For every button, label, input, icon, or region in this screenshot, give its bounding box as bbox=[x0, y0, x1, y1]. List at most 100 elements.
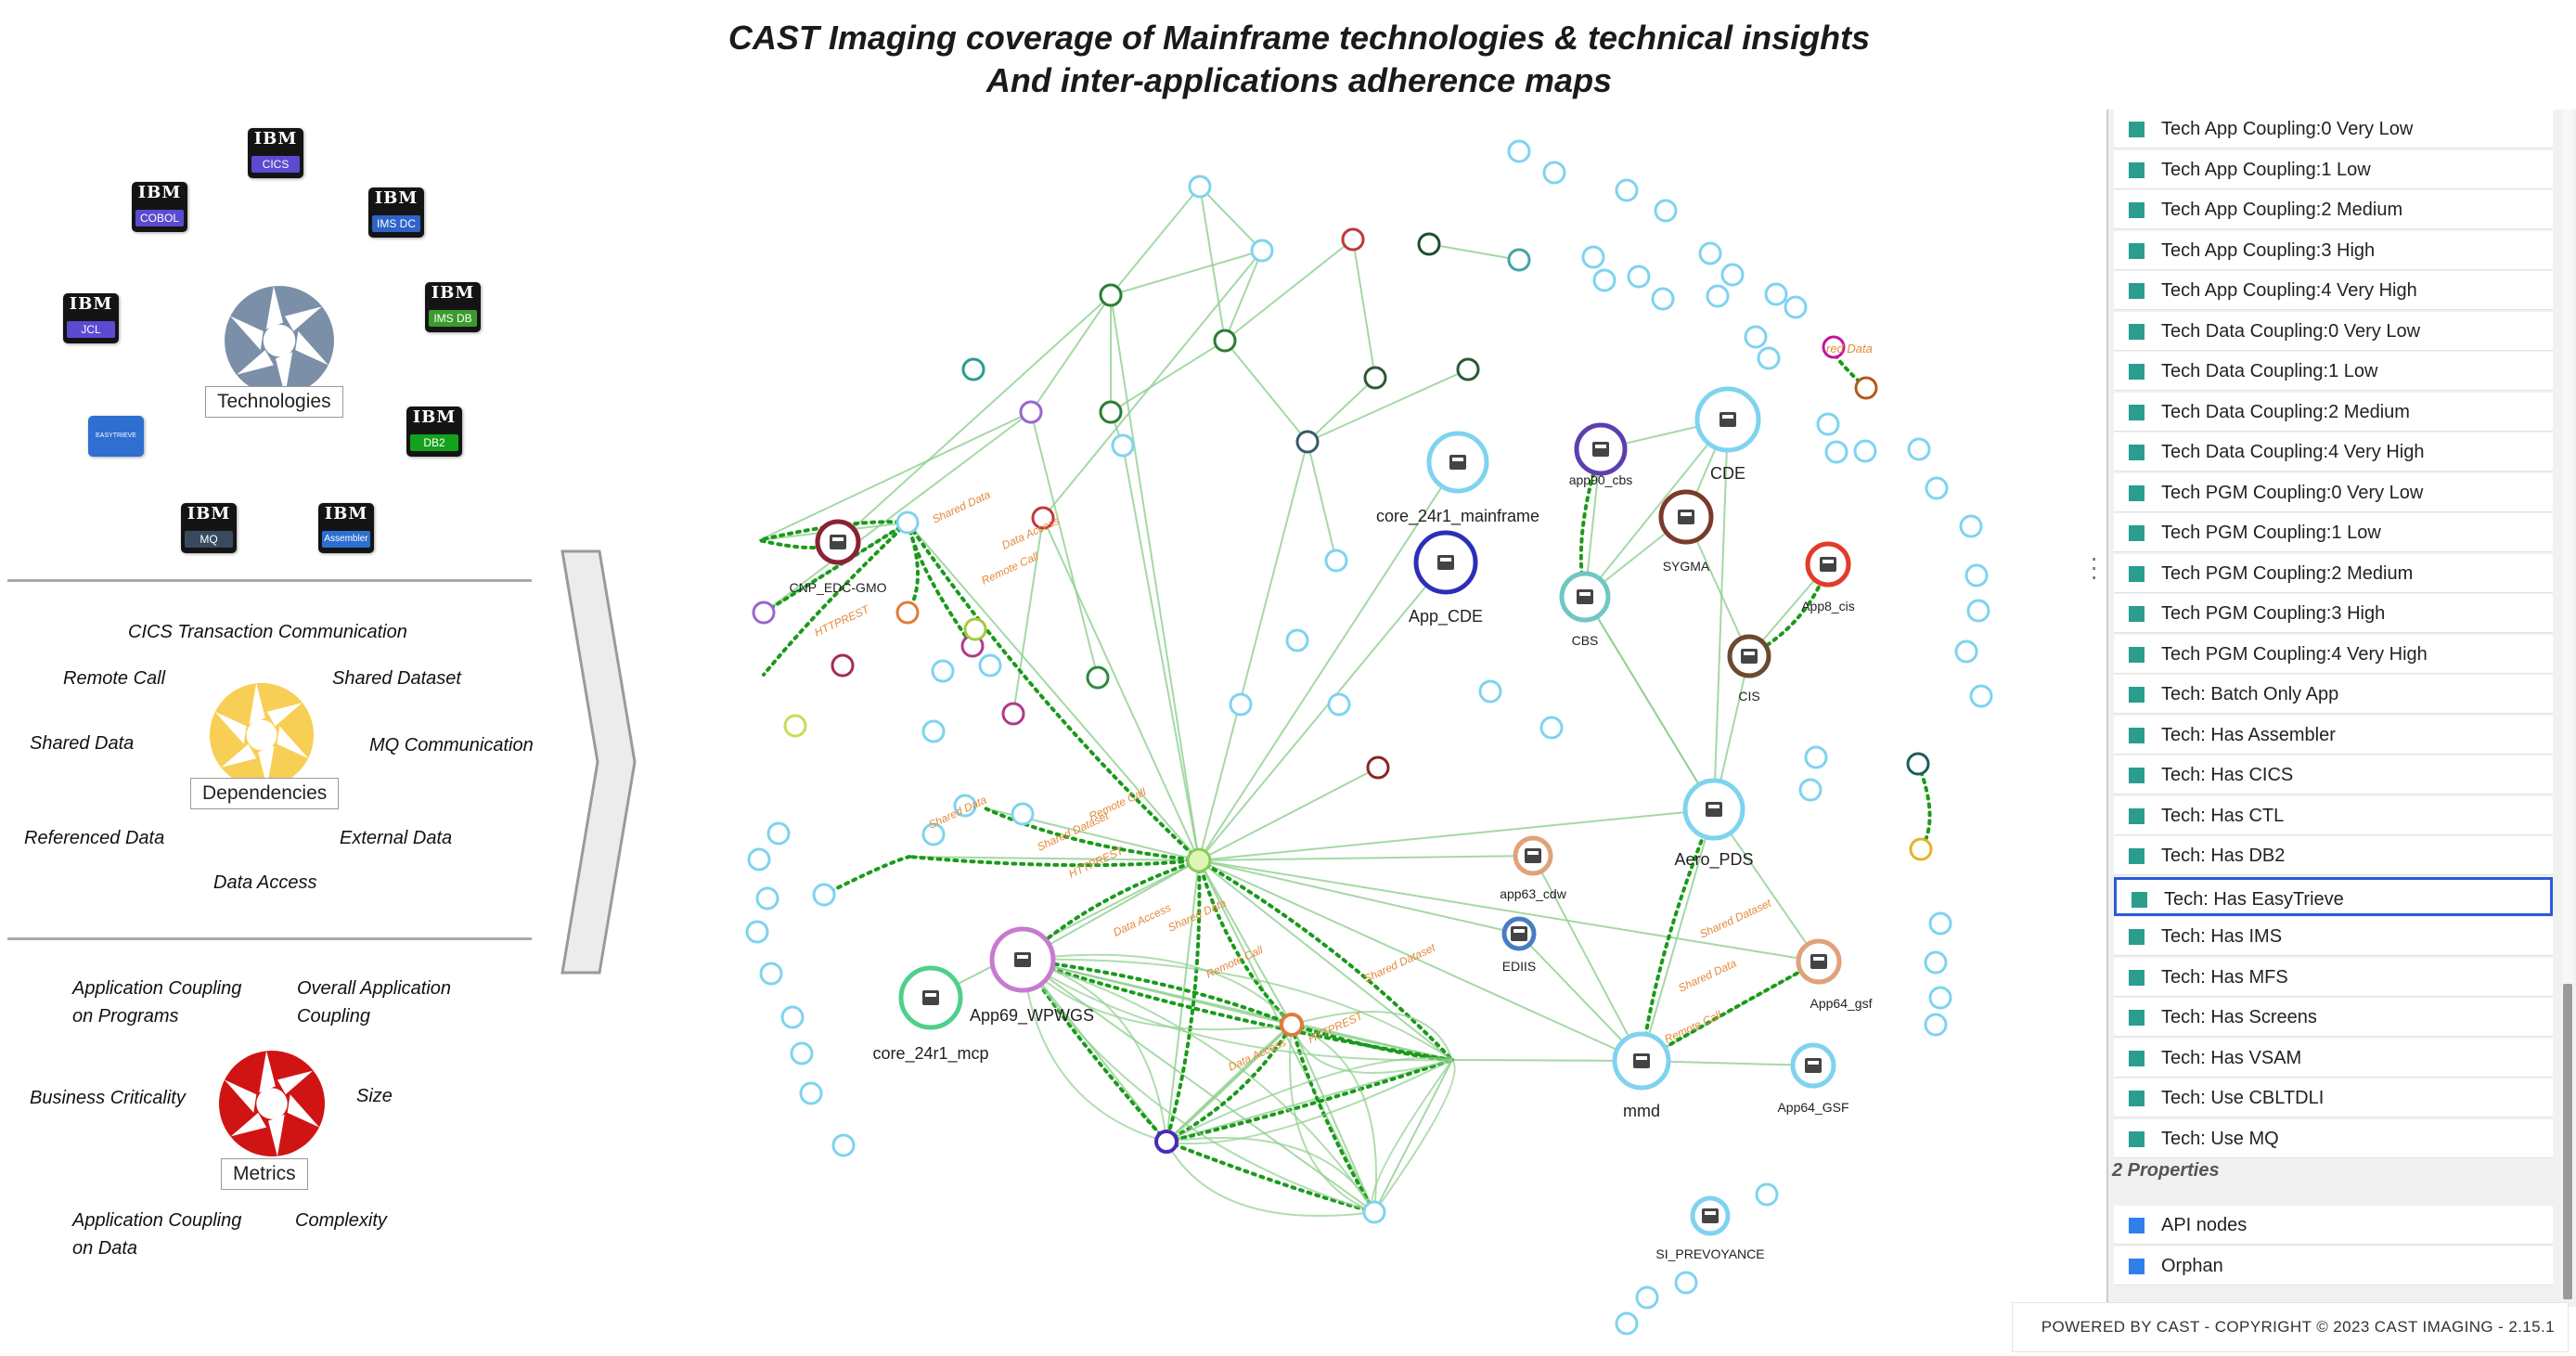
graph-node bbox=[745, 920, 769, 944]
graph-node bbox=[1111, 433, 1135, 458]
node-label: SYGMA bbox=[1663, 559, 1710, 574]
legend-item[interactable]: Tech: Has CICS bbox=[2114, 755, 2553, 794]
graph-node bbox=[1764, 282, 1788, 306]
app-node-icon bbox=[1678, 510, 1694, 524]
graph-node bbox=[961, 357, 985, 381]
graph-node bbox=[1615, 1311, 1639, 1336]
app-node-icon bbox=[1437, 555, 1454, 570]
legend-item[interactable]: Tech Data Coupling:1 Low bbox=[2114, 352, 2553, 391]
graph-node bbox=[812, 883, 836, 907]
legend-swatch bbox=[2129, 445, 2145, 460]
legend-item[interactable]: Tech: Has IMS bbox=[2114, 917, 2553, 956]
legend-item[interactable]: Tech Data Coupling:2 Medium bbox=[2114, 392, 2553, 432]
legend-item[interactable]: Tech App Coupling:3 High bbox=[2114, 230, 2553, 270]
legend-item[interactable]: Tech: Batch Only App bbox=[2114, 675, 2553, 714]
graph-node bbox=[931, 659, 955, 683]
graph-node bbox=[978, 653, 1002, 678]
legend-item[interactable]: Tech: Has Screens bbox=[2114, 998, 2553, 1037]
legend-item[interactable]: Tech PGM Coupling:3 High bbox=[2114, 594, 2553, 633]
app-node-icon bbox=[1741, 649, 1758, 664]
node-label: App_CDE bbox=[1409, 607, 1483, 626]
legend-item[interactable]: Tech App Coupling:2 Medium bbox=[2114, 190, 2553, 229]
legend-item[interactable]: Tech PGM Coupling:2 Medium bbox=[2114, 553, 2553, 593]
legend-item[interactable]: Tech Data Coupling:0 Very Low bbox=[2114, 311, 2553, 351]
legend-swatch bbox=[2129, 161, 2145, 178]
legend-item[interactable]: Tech: Has VSAM bbox=[2114, 1038, 2553, 1078]
legend-item[interactable]: Tech: Has DB2 bbox=[2114, 836, 2553, 875]
graph-node bbox=[1327, 692, 1351, 717]
graph-edge bbox=[1584, 596, 1715, 810]
technologies-aperture-icon bbox=[225, 286, 334, 395]
graph-edge bbox=[1022, 859, 1200, 961]
graph-node bbox=[790, 1041, 814, 1065]
easytrieve-icon: EASYTRIEVE bbox=[88, 416, 144, 457]
graph-node bbox=[1615, 178, 1639, 202]
legend-item[interactable]: Tech: Has EasyTrieve bbox=[2114, 876, 2553, 916]
legend-item[interactable]: Tech PGM Coupling:0 Very Low bbox=[2114, 472, 2553, 512]
edge-label: Data Access bbox=[1226, 1036, 1288, 1074]
legend-swatch bbox=[2129, 727, 2145, 743]
graph-edge bbox=[1224, 250, 1263, 342]
graph-node bbox=[1966, 599, 1990, 623]
graph-edge bbox=[1022, 959, 1375, 1213]
edge-label: Shared Data bbox=[1676, 956, 1738, 994]
node-label: core_24r1_mcp bbox=[872, 1044, 988, 1064]
graph-node bbox=[1099, 400, 1123, 424]
panel-resize-handle-icon[interactable]: ··· bbox=[2090, 543, 2099, 590]
legend-item[interactable]: Tech: Has MFS bbox=[2114, 957, 2553, 997]
property-item[interactable]: Orphan bbox=[2114, 1246, 2553, 1285]
node-label: app90_cbs bbox=[1569, 472, 1633, 487]
graph-edge bbox=[1198, 859, 1453, 1061]
cobol-tag: COBOL bbox=[135, 210, 184, 226]
legend-item[interactable]: Tech App Coupling:0 Very Low bbox=[2114, 110, 2553, 149]
edge-label: Shared Dataset bbox=[1035, 809, 1111, 854]
graph-edge bbox=[1428, 243, 1520, 261]
app-node-icon-detail bbox=[1708, 805, 1719, 808]
graph-node bbox=[1542, 161, 1566, 185]
graph-link-dependency bbox=[1290, 1023, 1376, 1214]
graph-node bbox=[1804, 745, 1828, 769]
app-node-icon-detail bbox=[925, 993, 936, 997]
legend-item[interactable]: Tech Data Coupling:4 Very High bbox=[2114, 433, 2553, 471]
legend-item[interactable]: Tech App Coupling:1 Low bbox=[2114, 149, 2553, 189]
graph-edge bbox=[1198, 859, 1820, 962]
graph-edge bbox=[1307, 368, 1469, 443]
legend-item[interactable]: Tech App Coupling:4 Very High bbox=[2114, 271, 2553, 310]
footer-copyright: POWERED BY CAST - COPYRIGHT © 2023 CAST … bbox=[2012, 1302, 2569, 1352]
legend-item[interactable]: Tech: Use MQ bbox=[2114, 1118, 2553, 1158]
legend-item[interactable]: Tech: Has Assembler bbox=[2114, 715, 2553, 755]
legend-item[interactable]: Tech PGM Coupling:1 Low bbox=[2114, 513, 2553, 552]
graph-node bbox=[831, 653, 855, 678]
metric-complexity: Complexity bbox=[295, 1210, 387, 1231]
legend-swatch bbox=[2129, 1218, 2145, 1233]
graph-node bbox=[1959, 514, 1983, 538]
app-node-icon bbox=[1805, 1058, 1822, 1073]
graph-edge bbox=[1199, 186, 1263, 252]
legend-item-label: Tech: Has CTL bbox=[2161, 805, 2285, 826]
property-item[interactable]: API nodes bbox=[2114, 1206, 2553, 1245]
graph-edge bbox=[1030, 294, 1112, 413]
graph-node bbox=[1417, 232, 1441, 256]
graph-node bbox=[1925, 476, 1949, 500]
graph-link-dependency bbox=[906, 521, 1201, 862]
graph-node bbox=[1001, 702, 1025, 726]
app-node-icon-detail bbox=[1017, 955, 1028, 959]
graph-edge bbox=[1022, 959, 1375, 1213]
graph-node bbox=[1295, 430, 1320, 454]
graph-node bbox=[1627, 265, 1651, 289]
app-node-icon-detail bbox=[832, 537, 844, 541]
legend-item[interactable]: Tech PGM Coupling:4 Very High bbox=[2114, 634, 2553, 674]
legend-item[interactable]: Tech: Use CBLTDLI bbox=[2114, 1078, 2553, 1117]
graph-edge bbox=[1166, 1056, 1453, 1143]
graph-node bbox=[1324, 549, 1348, 573]
graph-link-dependency bbox=[762, 521, 909, 614]
app-node-icon-detail bbox=[1705, 1211, 1716, 1215]
legend-item-label: Tech: Has Assembler bbox=[2161, 724, 2336, 745]
legend-item[interactable]: Tech: Has CTL bbox=[2114, 795, 2553, 835]
graph-edge bbox=[1110, 340, 1226, 413]
graph-link-dependency bbox=[906, 521, 974, 648]
scrollbar-thumb[interactable] bbox=[2563, 984, 2572, 1299]
node-label: app63_cdw bbox=[1500, 886, 1567, 901]
